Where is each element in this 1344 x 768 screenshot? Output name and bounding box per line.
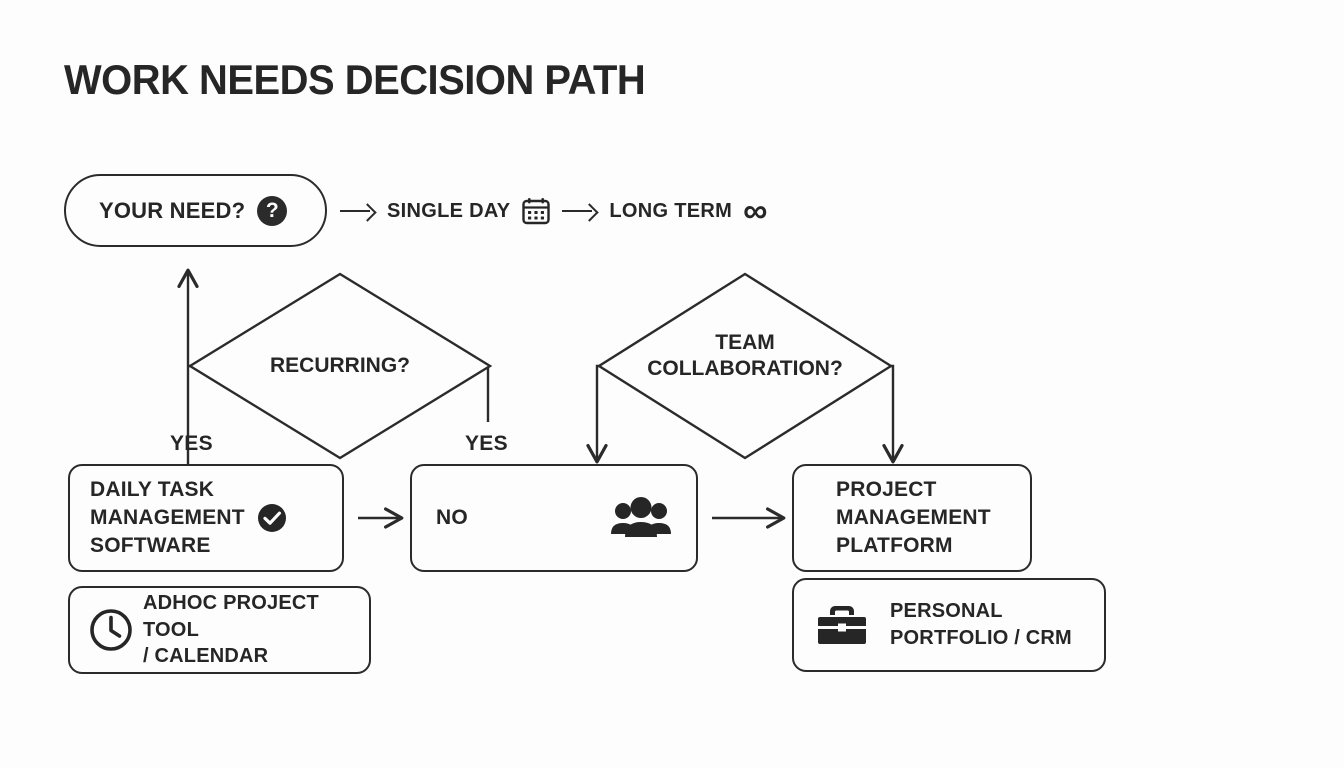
decision-team-collaboration[interactable]: TEAM COLLABORATION?: [596, 272, 894, 460]
diamond-shape: [596, 272, 894, 460]
node-personal-portfolio-crm[interactable]: PERSONAL PORTFOLIO / CRM: [792, 578, 1106, 672]
briefcase-icon: [816, 602, 868, 648]
node-your-need[interactable]: YOUR NEED? ?: [64, 174, 327, 247]
project-line-2: MANAGEMENT: [836, 506, 991, 530]
long-term-label: LONG TERM: [609, 199, 733, 222]
personal-label: PERSONAL PORTFOLIO / CRM: [890, 598, 1072, 651]
your-need-label: YOUR NEED?: [99, 197, 246, 223]
project-line-1: PROJECT: [836, 478, 937, 502]
clock-icon: [88, 607, 134, 653]
node-daily-task-management-software[interactable]: DAILY TASK MANAGEMENT SOFTWARE: [68, 464, 344, 572]
adhoc-label: ADHOC PROJECT TOOL / CALENDAR: [143, 590, 351, 670]
daily-task-line-1: DAILY TASK: [90, 478, 215, 502]
daily-task-label: DAILY TASK MANAGEMENT SOFTWARE: [90, 476, 245, 560]
no-label: NO: [436, 506, 468, 530]
single-day-label: SINGLE DAY: [387, 199, 511, 222]
personal-line-2: PORTFOLIO / CRM: [890, 627, 1072, 649]
adhoc-line-1: ADHOC PROJECT TOOL: [143, 592, 319, 641]
arrow-right-icon: [340, 204, 376, 218]
infinity-icon: ∞: [743, 192, 767, 230]
project-line-3: PLATFORM: [836, 533, 953, 557]
branch-label-yes-left: YES: [170, 432, 213, 455]
need-duration-sequence: SINGLE DAY LONG TERM ∞: [340, 192, 767, 230]
personal-line-1: PERSONAL: [890, 600, 1003, 623]
question-mark-circle-icon: ?: [257, 195, 288, 226]
decision-recurring[interactable]: RECURRING?: [187, 272, 493, 460]
node-no[interactable]: NO: [410, 464, 698, 572]
calendar-icon: [521, 196, 551, 226]
diamond-shape: [187, 272, 493, 460]
people-group-icon: [610, 496, 672, 540]
daily-task-line-3: SOFTWARE: [90, 533, 211, 557]
arrow-right-icon-2: [562, 204, 598, 218]
project-management-label: PROJECT MANAGEMENT PLATFORM: [836, 476, 991, 560]
page-title: WORK NEEDS DECISION PATH: [64, 56, 646, 103]
adhoc-line-2: / CALENDAR: [143, 645, 269, 668]
node-adhoc-project-tool[interactable]: ADHOC PROJECT TOOL / CALENDAR: [68, 586, 371, 674]
daily-task-line-2: MANAGEMENT: [90, 506, 245, 530]
branch-label-yes-right: YES: [465, 432, 508, 455]
node-project-management-platform[interactable]: PROJECT MANAGEMENT PLATFORM: [792, 464, 1032, 572]
check-circle-icon: [257, 503, 287, 533]
